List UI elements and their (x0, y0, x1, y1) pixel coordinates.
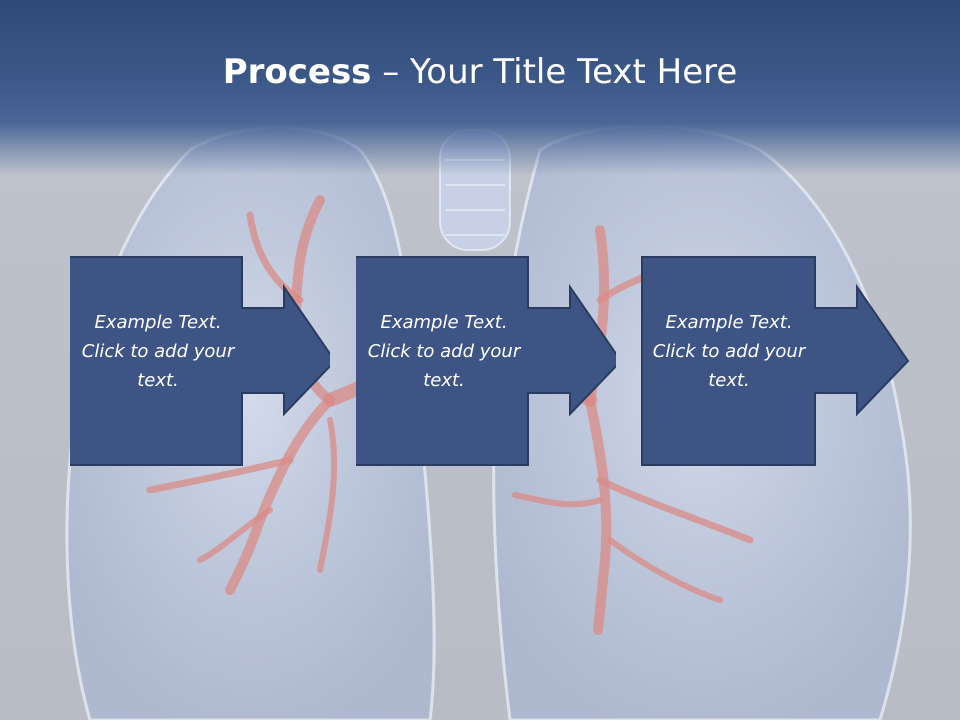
step-text[interactable]: Example Text. Click to add your text. (81, 312, 235, 391)
process-step-1[interactable]: Example Text. Click to add your text. (70, 256, 330, 466)
process-arrow-shape (641, 256, 910, 466)
process-arrow-shape (356, 256, 616, 466)
process-arrow-shape (70, 256, 330, 466)
step-text[interactable]: Example Text. Click to add your text. (367, 312, 521, 391)
title-band (0, 0, 960, 175)
process-step-2[interactable]: Example Text. Click to add your text. (356, 256, 616, 466)
title-bold: Process (222, 52, 372, 92)
title-rest: – Your Title Text Here (371, 52, 738, 92)
slide-title[interactable]: Process – Your Title Text Here (0, 52, 960, 92)
step-text[interactable]: Example Text. Click to add your text. (652, 312, 806, 391)
process-step-3[interactable]: Example Text. Click to add your text. (641, 256, 910, 466)
